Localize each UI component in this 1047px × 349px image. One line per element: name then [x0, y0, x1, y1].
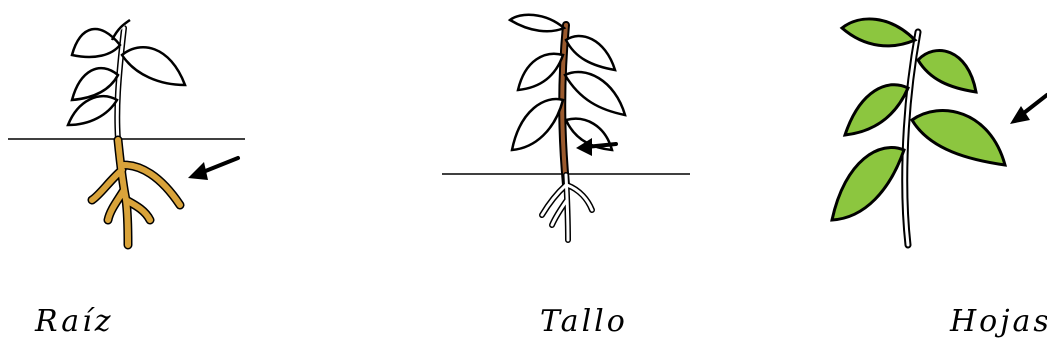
plant-leaves-illustration — [790, 0, 1047, 349]
label-raiz: Raíz — [35, 304, 114, 339]
plant-root-illustration — [0, 0, 300, 349]
root-group — [542, 175, 592, 240]
arrow-pointing-at-leaves-icon — [1010, 95, 1047, 124]
panel-tallo: Tallo — [420, 0, 720, 349]
label-hojas: Hojas — [950, 304, 1047, 339]
panel-raiz: Raíz — [0, 0, 300, 349]
root-highlight — [92, 140, 180, 245]
leaf-group — [68, 20, 185, 125]
arrow-pointing-at-root-icon — [188, 158, 238, 180]
label-tallo: Tallo — [540, 304, 628, 339]
plant-stem-illustration — [420, 0, 720, 349]
panel-hojas: Hojas — [790, 0, 1047, 349]
